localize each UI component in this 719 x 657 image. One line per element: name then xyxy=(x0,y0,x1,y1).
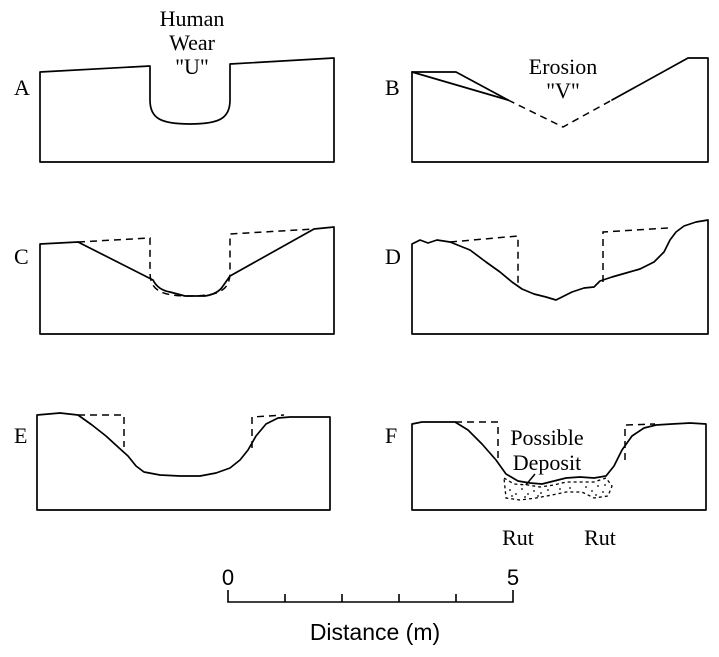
scale-bar-tick-label-5: 5 xyxy=(507,565,519,590)
panel-f-original-u-outline xyxy=(455,421,656,462)
panel-f-rut-label-left: Rut xyxy=(502,525,534,550)
panel-a-caption-line-1: Human xyxy=(160,6,225,31)
panel-f-deposit-stipple xyxy=(509,484,606,498)
panel-b-profile-top xyxy=(411,71,509,101)
panel-d-letter: D xyxy=(385,244,401,269)
panel-c-letter: C xyxy=(14,244,29,269)
panel-d-original-u-outline xyxy=(449,227,669,283)
panel-a: A Human Wear "U" xyxy=(14,6,335,163)
panel-f-rut-label-right: Rut xyxy=(584,525,616,550)
scale-bar: 0 5 Distance (m) xyxy=(222,565,519,645)
panel-b-caption-line-1: Erosion xyxy=(529,54,597,79)
panel-f-deposit-fill xyxy=(503,476,613,501)
panel-e: E xyxy=(14,412,331,511)
panel-c-original-u-outline xyxy=(77,228,315,297)
scale-bar-line xyxy=(227,590,514,603)
panel-b-letter: B xyxy=(385,75,400,100)
panel-c: C xyxy=(14,226,335,335)
panel-f-caption-line-2: Deposit xyxy=(513,450,581,475)
panel-c-profile xyxy=(39,226,335,335)
scale-bar-label: Distance (m) xyxy=(310,619,440,645)
panel-e-profile xyxy=(36,412,331,511)
panel-d-profile xyxy=(411,219,709,335)
panel-d: D xyxy=(385,219,709,335)
panel-f-caption-line-1: Possible xyxy=(510,425,583,450)
panel-e-letter: E xyxy=(14,423,27,448)
panel-f: F Possible Deposit Rut Rut xyxy=(385,421,707,550)
panel-e-original-u-outline xyxy=(78,414,285,448)
panel-a-caption-line-3: "U" xyxy=(175,54,209,79)
panel-b-caption-line-2: "V" xyxy=(546,78,580,103)
panel-f-profile xyxy=(411,421,707,511)
scale-bar-tick-label-0: 0 xyxy=(222,565,234,590)
panel-a-u-profile xyxy=(39,57,335,163)
panel-b-v-projection xyxy=(507,99,613,128)
panel-f-letter: F xyxy=(385,423,397,448)
panel-b: B Erosion "V" xyxy=(385,54,709,163)
panel-a-caption-line-2: Wear xyxy=(169,30,216,55)
panel-a-letter: A xyxy=(14,75,30,100)
